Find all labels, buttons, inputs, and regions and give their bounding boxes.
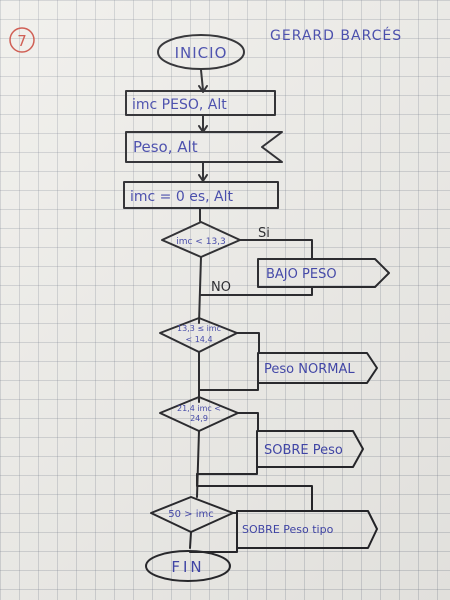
decision-2-yes-line (236, 332, 260, 353)
decision-3-label-line2: 24,9 (190, 414, 208, 423)
join-line-1 (199, 286, 313, 296)
decision-1-label: imc < 13,3 (176, 237, 226, 247)
no-branch-line (198, 256, 202, 324)
input-shape (125, 131, 283, 163)
output-2-display (257, 352, 378, 384)
decision-2-label-line1: 13,3 ≤ imc (177, 324, 221, 333)
process-label: imc = 0 es, Alt (130, 189, 233, 205)
output-1-display (257, 258, 390, 288)
output-1-label: BAJO PESO (266, 267, 337, 282)
process-box (123, 181, 279, 209)
output-3-display (256, 430, 364, 468)
author-name: GERARD BARCÉS (270, 27, 402, 44)
decision-4-label: 50 > imc (168, 509, 213, 520)
declare-label: imc PESO, Alt (132, 97, 227, 113)
branch-yes-label: Si (258, 226, 270, 241)
declare-box (125, 90, 276, 116)
decision-3-label-line1: 21,4 imc < (177, 404, 221, 413)
start-label: INICIO (175, 44, 228, 62)
branch-no-label: NO (211, 280, 231, 295)
connector-to-output4 (196, 473, 313, 511)
input-label: Peso, Alt (133, 138, 198, 156)
output-4-display (236, 510, 378, 549)
join-line-2 (198, 382, 259, 391)
connector-start-declare (200, 69, 204, 91)
decision-2-label-line2: < 14,4 (185, 335, 212, 344)
decision-3-yes-line (237, 412, 259, 431)
decision-3-no-line (196, 430, 200, 498)
output-4-label: SOBRE Peso tipo (242, 523, 334, 536)
end-terminator (145, 550, 231, 582)
join-line-3 (196, 466, 258, 475)
exercise-number: 7 (17, 32, 27, 50)
exercise-number-circle (9, 27, 35, 53)
output-2-label: Peso NORMAL (264, 362, 355, 377)
yes-branch-line (239, 239, 313, 259)
decision-4-no-line (189, 531, 192, 549)
output-3-label: SOBRE Peso (264, 443, 343, 458)
end-label: FIN (171, 558, 204, 576)
